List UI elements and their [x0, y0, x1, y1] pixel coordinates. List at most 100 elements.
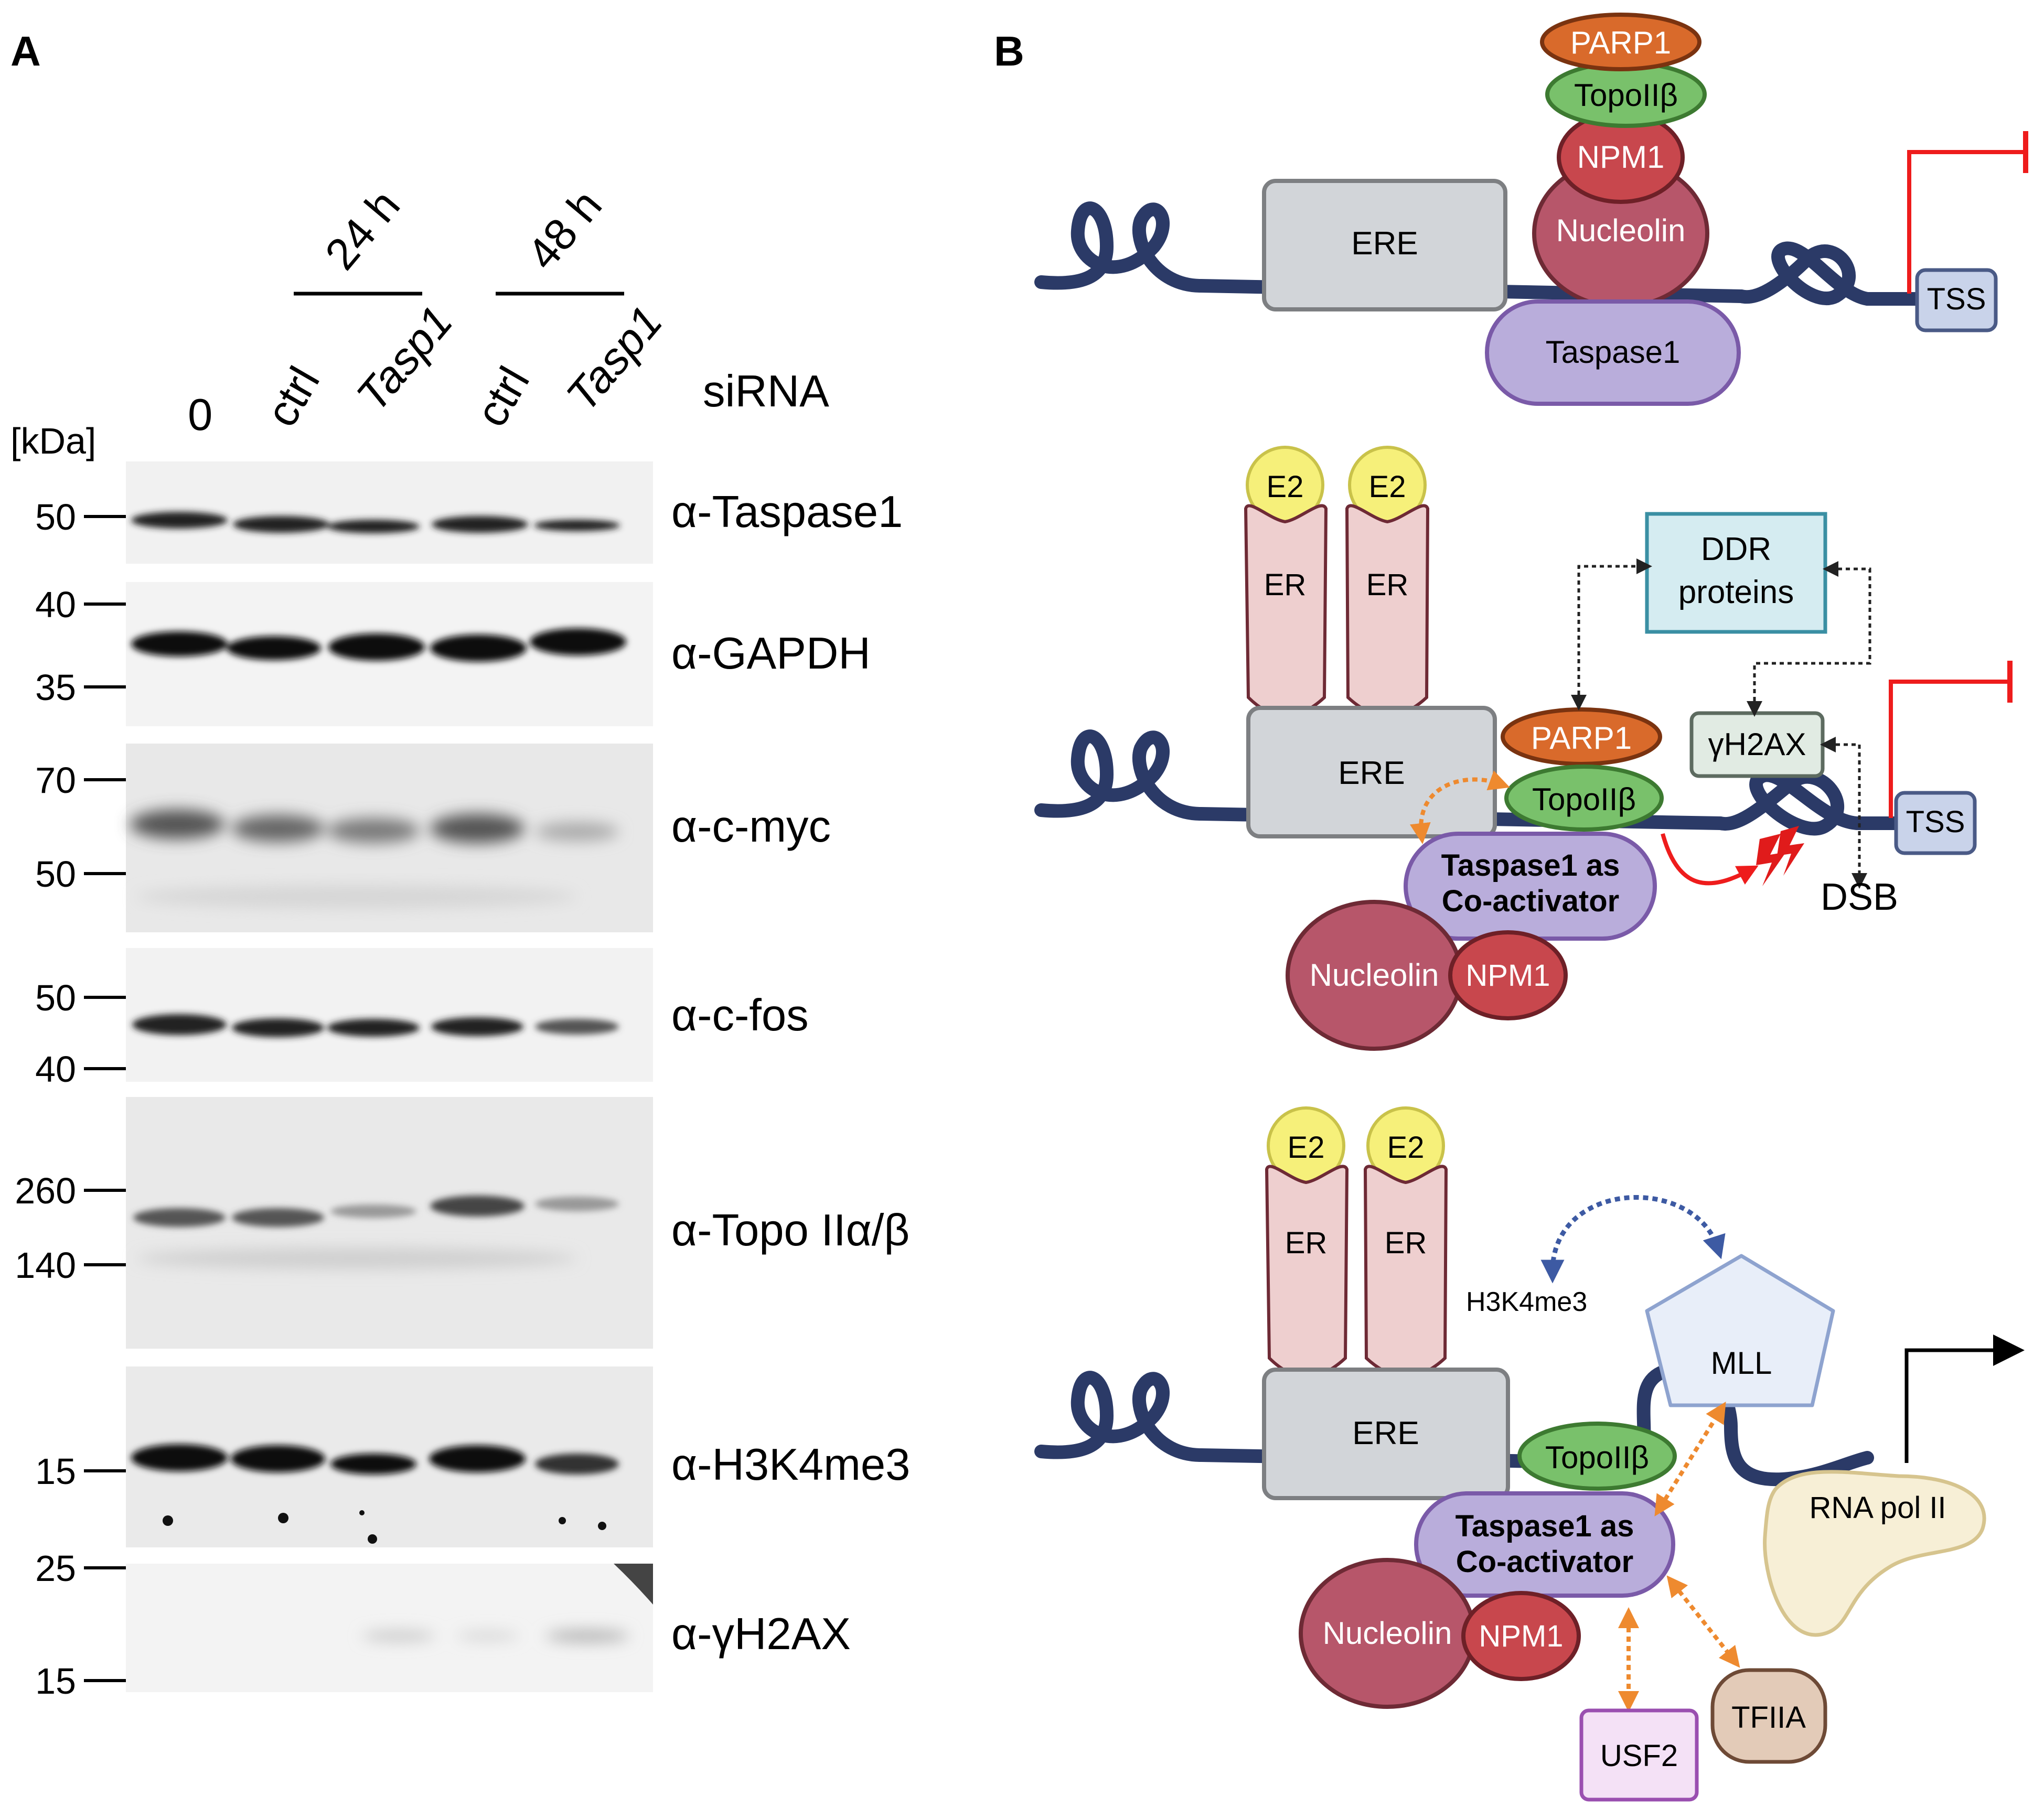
lane-label-tasp1-48h: Tasp1: [557, 297, 672, 421]
band: [535, 1454, 619, 1475]
band: [530, 628, 626, 655]
rnapol-node: [1763, 1470, 1986, 1637]
npm1-node: [1461, 1591, 1581, 1681]
rnapol-label: RNA pol II: [1809, 1491, 1946, 1525]
blot-cmyc: α-c-myc 70 50: [35, 744, 831, 932]
dna-strand: [1034, 1371, 1633, 1470]
parp1-label: PARP1: [1531, 720, 1632, 756]
band: [231, 1445, 325, 1472]
time-label-48h: 48 h: [518, 180, 612, 279]
band: [327, 1019, 420, 1037]
taspase1-label: Taspase1: [1546, 335, 1681, 370]
band: [535, 1019, 619, 1035]
e2-label: E2: [1369, 470, 1406, 504]
er-label: ER: [1285, 1226, 1328, 1260]
parp1-label: PARP1: [1570, 25, 1671, 60]
band: [328, 633, 425, 661]
band: [534, 520, 620, 531]
nucleolin-label: Nucleolin: [1323, 1616, 1452, 1651]
time-label-24h: 24 h: [316, 180, 410, 279]
tss-label: TSS: [1927, 282, 1986, 316]
usf2-box: [1579, 1708, 1699, 1802]
band: [430, 634, 527, 662]
dna-strand: [1034, 729, 1906, 836]
er-dimer: E2 E2 ER ER: [1244, 446, 1430, 717]
mw-marker: 70: [35, 760, 76, 801]
panel-b: B ERE Nucleolin NPM1 TopoIIβ PARP1 Taspa…: [994, 13, 2028, 1802]
topo-label: TopoIIβ: [1545, 1440, 1649, 1475]
lane-label-ctrl-48h: ctrl: [466, 359, 539, 435]
band: [233, 516, 329, 533]
repressed-promoter-arrow: [1907, 150, 2025, 294]
taspase1-label-line1: Taspase1 as: [1441, 848, 1620, 883]
band: [132, 1014, 227, 1035]
blot-topo2: α-Topo IIα/β 260 140: [15, 1097, 909, 1349]
band: [327, 520, 420, 533]
band: [330, 1454, 416, 1475]
mw-marker: 40: [35, 584, 76, 625]
ddr-label-line2: proteins: [1678, 574, 1794, 610]
er-shape: [1244, 504, 1328, 717]
taspase1-label-line2: Co-activator: [1456, 1545, 1633, 1579]
band: [431, 1017, 523, 1036]
panel-a-letter: A: [10, 28, 41, 74]
band: [535, 822, 619, 841]
band: [131, 1444, 228, 1471]
nucleolin-label: Nucleolin: [1556, 213, 1686, 248]
npm1-label: NPM1: [1577, 139, 1665, 175]
topo-label: TopoIIβ: [1574, 78, 1678, 113]
diagram-bottom: E2 E2 ER ER H3K4me3 MLL ERE TopoIIβ RNA …: [1034, 1106, 2025, 1802]
blot-gh2ax: α-γH2AX 25 15: [35, 1548, 851, 1702]
blue-interaction-arrow: [1540, 1195, 1726, 1284]
er-label: ER: [1264, 568, 1307, 602]
e2-label: E2: [1267, 470, 1304, 504]
blot-cfos: α-c-fos 50 40: [35, 948, 809, 1090]
antibody-label: α-H3K4me3: [671, 1440, 910, 1490]
er-shape: [1345, 504, 1430, 717]
band: [362, 1631, 435, 1641]
antibody-label: α-γH2AX: [671, 1609, 851, 1659]
kda-label: [kDa]: [10, 421, 96, 461]
orange-interaction-arrow: [1654, 1402, 1726, 1516]
er-shape: [1265, 1165, 1349, 1378]
topo-label: TopoIIβ: [1532, 782, 1636, 817]
band: [456, 1632, 519, 1640]
ere-label: ERE: [1338, 755, 1405, 791]
dsb-label: DSB: [1821, 876, 1898, 918]
lane-label-tasp1-24h: Tasp1: [347, 297, 463, 421]
ere-label: ERE: [1351, 225, 1418, 262]
mw-marker: 50: [35, 977, 76, 1018]
band: [429, 1445, 526, 1472]
dsb-lightning-icon: [1756, 826, 1804, 886]
tfiia-box: [1710, 1668, 1827, 1764]
ddr-label-line1: DDR: [1701, 531, 1771, 567]
nucleolin-label: Nucleolin: [1310, 957, 1439, 993]
er-dimer: E2 E2 ER ER: [1265, 1106, 1448, 1378]
antibody-label: α-Topo IIα/β: [671, 1206, 909, 1255]
er-label: ER: [1385, 1226, 1427, 1260]
red-arrow: [1661, 833, 1759, 886]
npm1-node: [1448, 930, 1568, 1020]
band: [430, 1196, 525, 1217]
band: [432, 516, 528, 533]
band: [133, 1208, 226, 1227]
ere-box: [1262, 1368, 1510, 1500]
h3k4me3-label: H3K4me3: [1466, 1287, 1587, 1317]
mw-marker: 15: [35, 1451, 76, 1492]
mw-marker: 140: [15, 1245, 76, 1286]
mll-label: MLL: [1711, 1346, 1772, 1381]
diagram-top: ERE Nucleolin NPM1 TopoIIβ PARP1 Taspase…: [1034, 13, 2028, 406]
ere-label: ERE: [1352, 1415, 1419, 1451]
taspase1-label-line2: Co-activator: [1442, 884, 1619, 918]
npm1-label: NPM1: [1479, 1619, 1563, 1653]
npm1-label: NPM1: [1465, 959, 1550, 993]
e2-label: E2: [1288, 1131, 1325, 1165]
lane-label-ctrl-24h: ctrl: [256, 359, 329, 435]
antibody-label: α-GAPDH: [671, 629, 871, 679]
parp1-node: [1540, 13, 1701, 71]
mw-marker: 260: [15, 1170, 76, 1211]
band: [327, 818, 420, 843]
tfiia-label: TFIIA: [1731, 1701, 1806, 1735]
tss-box: [1915, 268, 1998, 332]
